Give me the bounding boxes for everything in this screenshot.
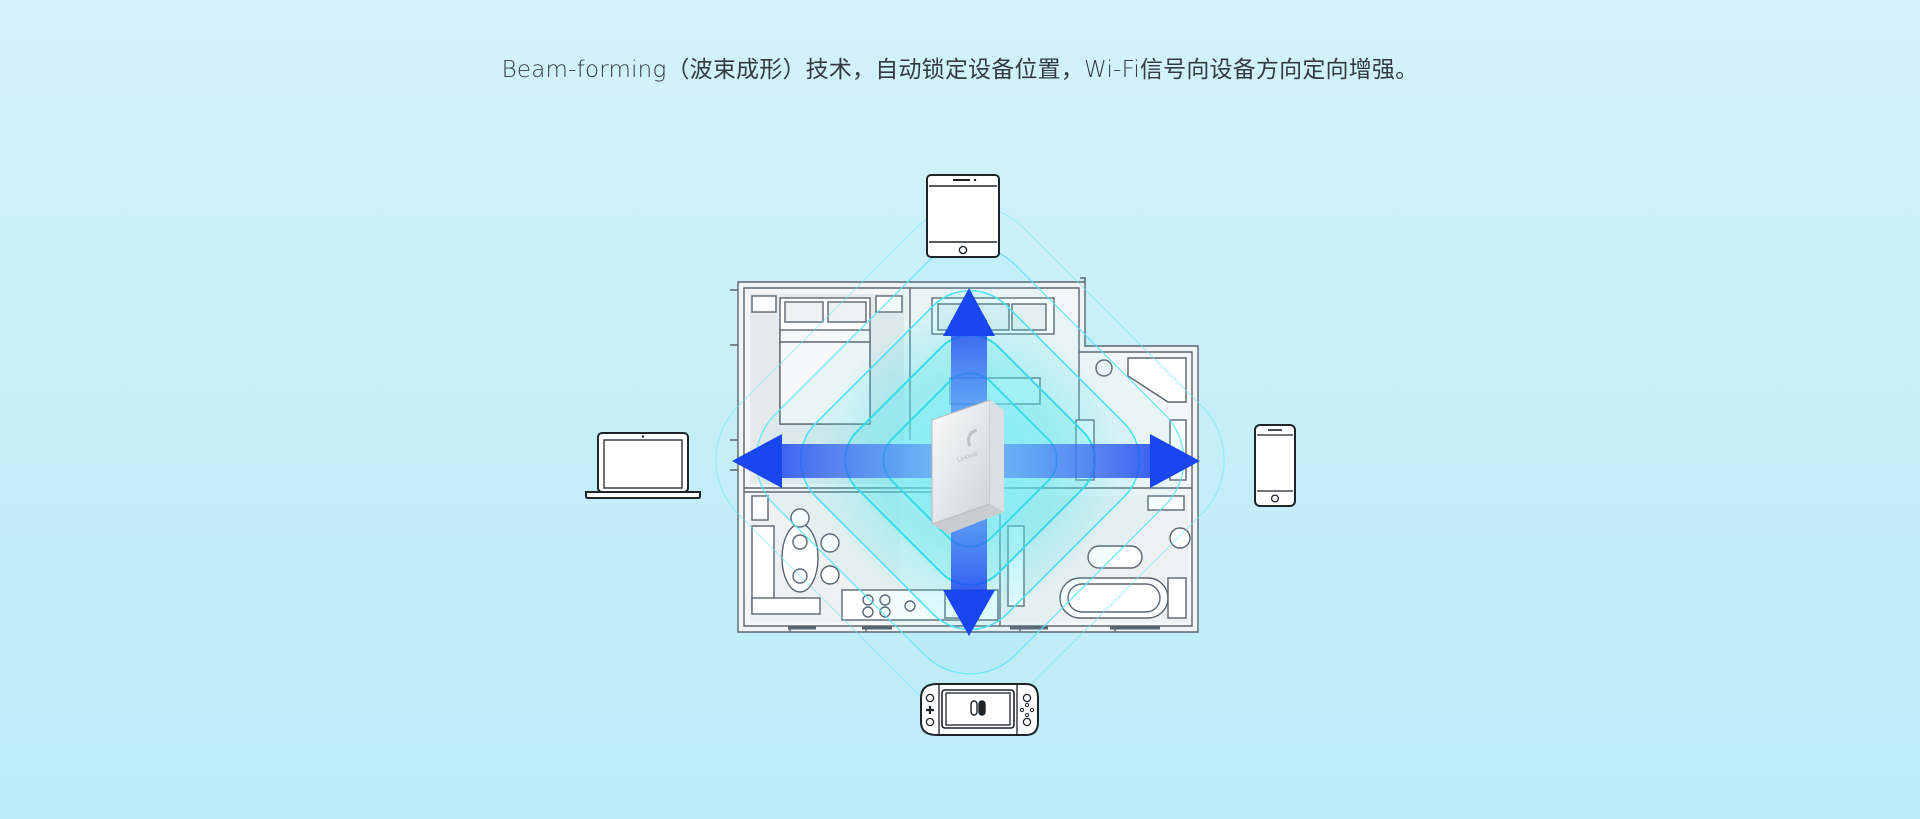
- smartphone-icon: [1254, 424, 1296, 507]
- game-console-icon: [920, 683, 1039, 736]
- tablet-icon: [926, 174, 1000, 258]
- beam-arrow-down: [943, 590, 995, 636]
- beam-arrow-up: [943, 288, 995, 336]
- beam-arrow-right: [1150, 434, 1200, 488]
- laptop-icon: [585, 432, 701, 499]
- wifi-router-icon: Linkhub: [931, 399, 1004, 534]
- beam-arrow-left: [732, 434, 782, 488]
- feature-caption: Beam-forming（波束成形）技术，自动锁定设备位置，Wi-Fi信号向设备…: [501, 57, 1419, 83]
